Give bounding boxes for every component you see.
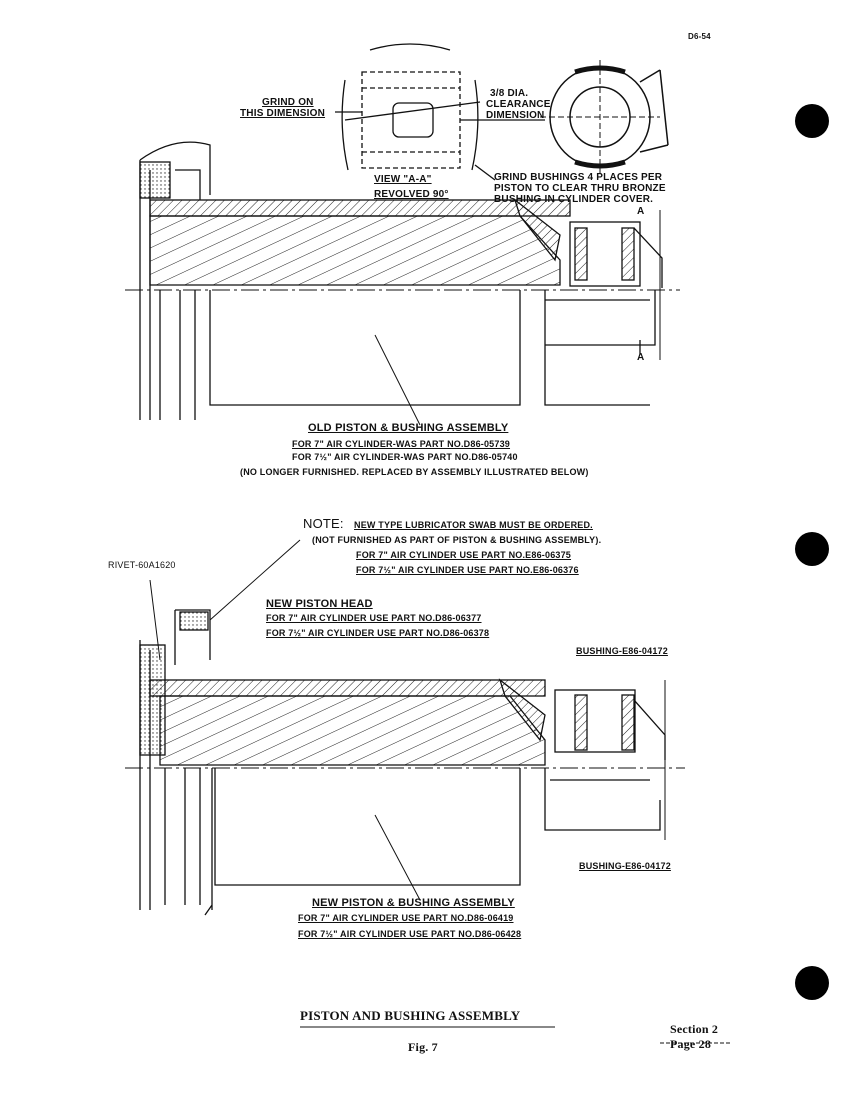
old-assembly-line-1: FOR 7" AIR CYLINDER-WAS PART NO.D86-0573… xyxy=(292,439,511,449)
grind-dimension-label: THIS DIMENSION xyxy=(240,108,326,119)
new-piston-head-line-1: FOR 7" AIR CYLINDER USE PART NO.D86-0637… xyxy=(266,613,482,623)
page-code: D6-54 xyxy=(688,32,711,41)
note-heading: NOTE: xyxy=(303,516,344,531)
new-assembly-drawing xyxy=(125,539,685,916)
bushing-label-bottom: BUSHING-E86-04172 xyxy=(579,861,671,871)
view-aa-detail xyxy=(335,43,545,181)
view-aa-label: VIEW "A-A" xyxy=(374,174,432,185)
old-assembly-note: (NO LONGER FURNISHED. REPLACED BY ASSEMB… xyxy=(240,467,589,477)
binder-hole-top xyxy=(795,104,829,138)
grind-note-2: PISTON TO CLEAR THRU BRONZE xyxy=(494,183,666,194)
section-label: Section 2 xyxy=(670,1022,719,1036)
old-assembly-line-2: FOR 7½" AIR CYLINDER-WAS PART NO.D86-057… xyxy=(292,452,518,462)
revolved-label: REVOLVED 90° xyxy=(374,189,449,200)
old-assembly-title: OLD PISTON & BUSHING ASSEMBLY xyxy=(308,422,509,434)
figure-number: Fig. 7 xyxy=(408,1040,438,1054)
note-line-2: (NOT FURNISHED AS PART OF PISTON & BUSHI… xyxy=(312,535,602,545)
binder-hole-bottom xyxy=(795,966,829,1000)
binder-hole-middle xyxy=(795,532,829,566)
note-line-1: NEW TYPE LUBRICATOR SWAB MUST BE ORDERED… xyxy=(354,520,593,530)
new-assembly-line-1: FOR 7" AIR CYLINDER USE PART NO.D86-0641… xyxy=(298,913,514,923)
grind-note-3: BUSHING IN CYLINDER COVER. xyxy=(494,194,654,205)
clearance-label-1: 3/8 DIA. xyxy=(490,88,529,99)
old-assembly-drawing xyxy=(125,141,680,426)
new-piston-head-line-2: FOR 7½" AIR CYLINDER USE PART NO.D86-063… xyxy=(266,628,490,638)
bushing-end-view xyxy=(540,60,669,175)
section-mark-a-top: A xyxy=(637,206,645,217)
new-piston-head-title: NEW PISTON HEAD xyxy=(266,598,373,610)
grind-note-1: GRIND BUSHINGS 4 PLACES PER xyxy=(494,172,663,183)
grind-on-label: GRIND ON xyxy=(262,97,314,108)
page-label: Page 28 xyxy=(670,1037,712,1051)
bushing-label-top: BUSHING-E86-04172 xyxy=(576,646,668,656)
section-mark-a-bottom: A xyxy=(637,352,645,363)
rivet-label: RIVET-60A1620 xyxy=(108,560,176,570)
clearance-label-2: CLEARANCE xyxy=(486,99,551,110)
figure-title: PISTON AND BUSHING ASSEMBLY xyxy=(300,1008,521,1023)
clearance-label-3: DIMENSION xyxy=(486,110,545,121)
note-line-4: FOR 7½" AIR CYLINDER USE PART NO.E86-063… xyxy=(356,565,579,575)
new-assembly-title: NEW PISTON & BUSHING ASSEMBLY xyxy=(312,897,515,909)
new-assembly-line-2: FOR 7½" AIR CYLINDER USE PART NO.D86-064… xyxy=(298,929,522,939)
note-line-3: FOR 7" AIR CYLINDER USE PART NO.E86-0637… xyxy=(356,550,572,560)
